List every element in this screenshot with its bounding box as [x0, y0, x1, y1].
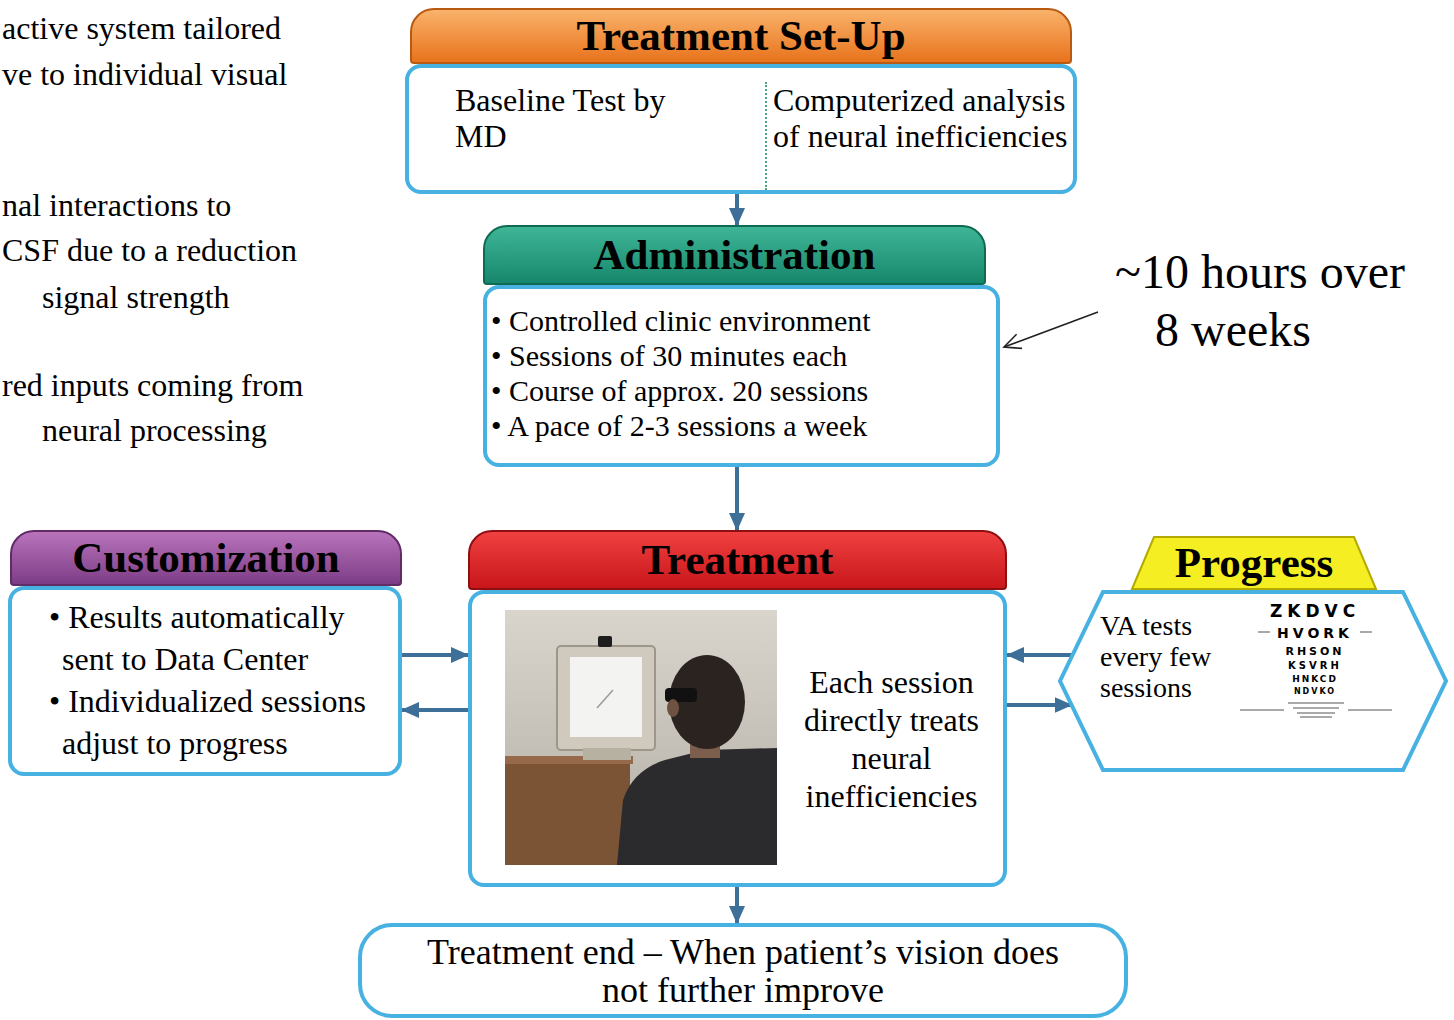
- cropped-text: signal strength: [42, 279, 230, 315]
- header-tab: Administration: [483, 225, 986, 285]
- box-body: Baseline Test by MD Computerized analysis…: [405, 64, 1077, 194]
- cropped-text: ve to individual visual: [2, 56, 287, 92]
- header-tab: Customization: [10, 530, 402, 586]
- setup-box: Treatment Set-UpBaseline Test by MD Compu…: [405, 8, 1077, 194]
- bullet-item: • Individualized sessions adjust to prog…: [62, 680, 388, 764]
- bullet-list: • Results automatically sent to Data Cen…: [12, 590, 398, 764]
- hexagon-outline: [1060, 592, 1446, 770]
- connector-arrow: [735, 194, 739, 225]
- connector-arrow: [402, 653, 468, 657]
- text-holder: VA tests every few sessions: [1100, 610, 1222, 703]
- customization-box: Customization • Results automatically sen…: [8, 530, 402, 776]
- end-box: Treatment end – When patient’s vision do…: [358, 923, 1128, 1018]
- body-text: Each session directly treats neural inef…: [784, 663, 999, 815]
- box-body: • Results automatically sent to Data Cen…: [8, 586, 402, 776]
- header-text: Progress: [1130, 535, 1378, 590]
- eye-chart-row: NDVKO: [1255, 687, 1375, 697]
- hexagon-body: VA tests every few sessions: [1058, 590, 1448, 772]
- bullet-item: • Controlled clinic environment: [491, 303, 986, 338]
- bullet-item: • Sessions of 30 minutes each: [491, 338, 986, 373]
- box-body: Treatment end – When patient’s vision do…: [358, 923, 1128, 1018]
- header-tab: Treatment Set-Up: [410, 8, 1072, 64]
- duration-note: ~10 hours over 8 weeks: [1115, 243, 1425, 359]
- cropped-text: active system tailored: [2, 10, 281, 46]
- cropped-text: nal interactions to: [2, 187, 231, 223]
- cell-row: Baseline Test by MD Computerized analysis…: [409, 68, 1073, 190]
- center-holder: Treatment end – When patient’s vision do…: [362, 927, 1124, 1014]
- connector-arrow: [1007, 653, 1073, 657]
- progress-hexagon: Progress VA tests every few sessions: [1058, 535, 1448, 772]
- cropped-text: neural processing: [42, 412, 267, 448]
- leader-arrow: [1004, 312, 1098, 348]
- eye-chart-row: HVORK: [1255, 625, 1375, 642]
- bullet-item: • Course of approx. 20 sessions: [491, 373, 986, 408]
- cropped-text: red inputs coming from: [2, 367, 303, 403]
- bullet-item: • Results automatically sent to Data Cen…: [62, 596, 388, 680]
- connector-arrow: [402, 708, 468, 712]
- text-column: Each session directly treats neural inef…: [784, 594, 999, 883]
- patient-photo: [505, 610, 777, 865]
- connector-arrow: [1007, 703, 1072, 707]
- box-body: • Controlled clinic environment• Session…: [483, 285, 1000, 467]
- header-text: Administration: [485, 227, 984, 283]
- connector-arrow: [735, 887, 739, 923]
- cell-text: Computerized analysis of neural ineffici…: [773, 82, 1073, 154]
- eye-chart-row: HNKCD: [1255, 674, 1375, 685]
- treatment-box: Treatment Each session directly treats n…: [468, 530, 1007, 887]
- header-text: Treatment: [470, 532, 1005, 588]
- cropped-text: CSF due to a reduction: [2, 232, 297, 268]
- eye-chart-row: RHSON: [1255, 645, 1375, 658]
- body-text: VA tests every few sessions: [1100, 610, 1222, 703]
- header-text: Treatment Set-Up: [412, 10, 1070, 62]
- header-tab: Treatment: [468, 530, 1007, 590]
- connector-arrow: [735, 467, 739, 530]
- header-tab: Progress: [1130, 535, 1378, 590]
- bullet-list: • Controlled clinic environment• Session…: [487, 289, 996, 443]
- administration-box: Administration • Controlled clinic enviro…: [483, 225, 1000, 467]
- body-text: Treatment end – When patient’s vision do…: [412, 933, 1074, 1009]
- header-text: Customization: [12, 532, 400, 584]
- table-cell: Computerized analysis of neural ineffici…: [767, 82, 1073, 190]
- box-body: Each session directly treats neural inef…: [468, 590, 1007, 887]
- table-cell: Baseline Test by MD: [409, 82, 767, 190]
- cell-text: Baseline Test by MD: [455, 82, 695, 154]
- eye-chart-row: KSVRH: [1255, 660, 1375, 672]
- eye-chart-row: ZKDVC: [1255, 601, 1375, 621]
- bullet-item: • A pace of 2-3 sessions a week: [491, 408, 986, 443]
